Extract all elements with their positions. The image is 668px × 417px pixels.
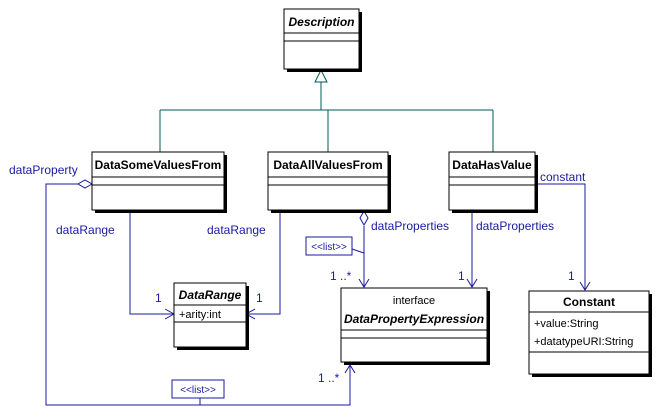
assoc-all-to-datarange (247, 211, 281, 315)
class-name: DataAllValuesFrom (273, 158, 382, 172)
arrow-head-icon (579, 281, 591, 291)
class-name: Constant (563, 295, 615, 309)
multiplicity-data-range-all: 1 (256, 291, 263, 305)
attribute-datatype-uri: +datatypeURI:String (534, 336, 633, 348)
generalization-connectors (159, 68, 494, 152)
class-data-property-expression[interactable]: interface DataPropertyExpression (340, 287, 490, 365)
svg-text:<<list>>: <<list>> (180, 385, 216, 396)
role-data-property: dataProperty (9, 163, 78, 177)
multiplicity-dpe-from-some: 1 ..* (318, 371, 340, 385)
multiplicity-dpe-from-all: 1 ..* (330, 269, 352, 283)
multiplicity-dpe-from-has: 1 (458, 269, 465, 283)
association-connectors (45, 179, 591, 406)
multiplicity-data-range-some: 1 (155, 291, 162, 305)
role-data-range-all: dataRange (207, 223, 266, 237)
class-name: DataSomeValuesFrom (95, 158, 222, 172)
role-data-properties-all: dataProperties (371, 219, 449, 233)
multiplicity-constant: 1 (568, 269, 575, 283)
class-name: DataPropertyExpression (344, 312, 484, 326)
class-data-all-values-from[interactable]: DataAllValuesFrom (267, 151, 391, 213)
assoc-some-to-dpe (45, 183, 351, 406)
aggregation-diamond-icon (359, 209, 369, 227)
class-data-some-values-from[interactable]: DataSomeValuesFrom (91, 151, 227, 213)
class-constant[interactable]: Constant +value:String +datatypeURI:Stri… (528, 290, 652, 377)
svg-text:<<list>>: <<list>> (311, 242, 347, 253)
attribute-value: +value:String (534, 318, 599, 330)
arrow-head-icon (466, 278, 478, 288)
class-data-range[interactable]: DataRange +arity:int (173, 282, 249, 350)
class-data-has-value[interactable]: DataHasValue (448, 151, 538, 213)
role-data-range-some: dataRange (56, 223, 115, 237)
aggregation-diamond-icon (76, 179, 94, 189)
class-name: DataRange (179, 288, 242, 302)
class-stereotype: interface (393, 295, 435, 307)
class-name: Description (288, 15, 354, 29)
generalization-triangle-icon (314, 68, 328, 83)
assoc-some-to-datarange (129, 211, 173, 315)
assoc-has-to-constant (535, 183, 586, 290)
attribute-arity: +arity:int (179, 309, 221, 321)
role-data-properties-has: dataProperties (476, 219, 554, 233)
arrow-head-icon (358, 278, 370, 288)
note-anchor-upper (351, 248, 365, 254)
class-description[interactable]: Description (283, 8, 362, 72)
note-list-lower[interactable]: <<list>> (171, 379, 225, 399)
note-list-upper[interactable]: <<list>> (305, 236, 353, 256)
class-name: DataHasValue (452, 158, 532, 172)
role-constant: constant (540, 170, 586, 184)
